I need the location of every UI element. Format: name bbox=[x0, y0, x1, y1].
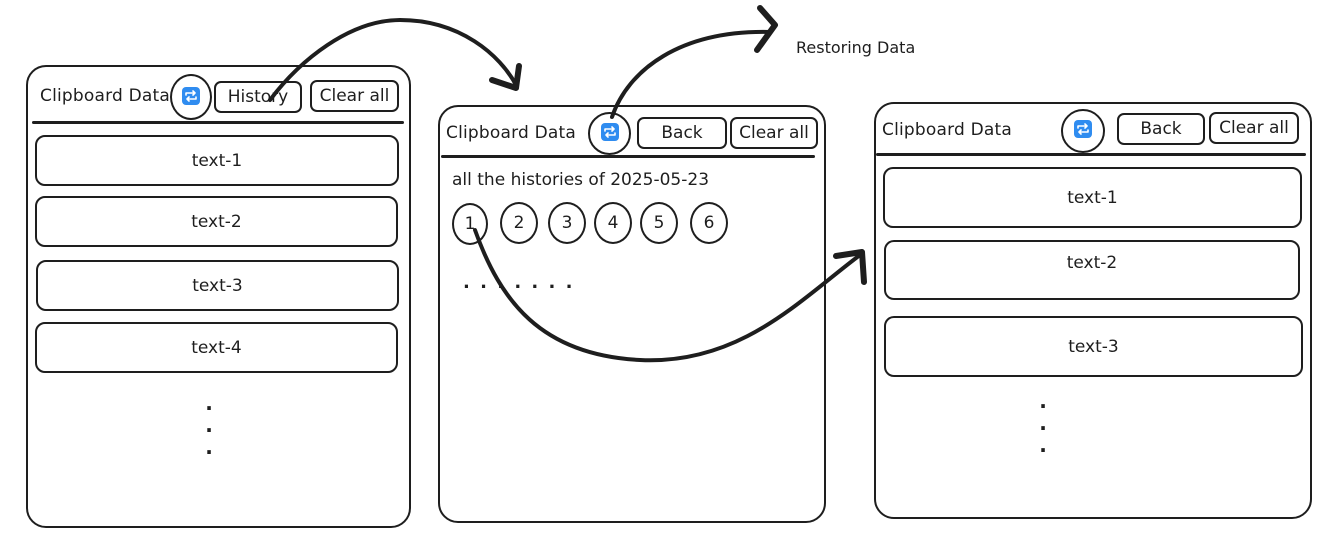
history-entry-button[interactable]: 5 bbox=[640, 202, 678, 244]
header-divider bbox=[876, 153, 1306, 156]
history-entry-button[interactable]: 4 bbox=[594, 202, 632, 244]
clear-all-button[interactable]: Clear all bbox=[1209, 112, 1299, 144]
screen-history bbox=[438, 105, 826, 523]
sync-icon-highlight-ring bbox=[1061, 109, 1105, 153]
history-button[interactable]: History bbox=[214, 81, 302, 113]
history-entry-button[interactable]: 3 bbox=[548, 202, 586, 244]
more-items-indicator: . . . bbox=[1039, 389, 1047, 457]
clear-all-button[interactable]: Clear all bbox=[310, 80, 399, 112]
header-divider bbox=[32, 121, 404, 124]
clipboard-item[interactable]: text-3 bbox=[36, 260, 399, 311]
screen-restored bbox=[874, 102, 1312, 519]
clipboard-item[interactable]: text-1 bbox=[883, 167, 1302, 228]
history-entry-button[interactable]: 2 bbox=[500, 202, 538, 244]
screen-restored-title: Clipboard Data bbox=[882, 120, 1012, 140]
back-button[interactable]: Back bbox=[1117, 113, 1205, 145]
clear-all-button[interactable]: Clear all bbox=[730, 117, 818, 149]
clipboard-item[interactable]: text-2 bbox=[884, 240, 1300, 300]
history-entry-button[interactable]: 6 bbox=[690, 202, 728, 244]
screen-history-title: Clipboard Data bbox=[446, 123, 576, 143]
sync-icon[interactable] bbox=[182, 87, 200, 105]
screen-main-title: Clipboard Data bbox=[40, 86, 170, 106]
sync-icon-highlight-ring bbox=[588, 112, 631, 155]
arrowhead bbox=[833, 249, 867, 285]
history-date-caption: all the histories of 2025-05-23 bbox=[452, 170, 710, 190]
sync-icon-highlight-ring bbox=[170, 74, 212, 120]
clipboard-item[interactable]: text-1 bbox=[35, 135, 399, 186]
clipboard-item[interactable]: text-4 bbox=[35, 322, 398, 373]
more-items-indicator: . . . bbox=[205, 391, 213, 459]
more-history-indicator: . . . . . . . bbox=[463, 272, 575, 293]
clipboard-item[interactable]: text-2 bbox=[35, 196, 398, 247]
restoring-data-note: Restoring Data bbox=[796, 38, 916, 57]
history-entry-button[interactable]: 1 bbox=[452, 203, 488, 245]
back-button[interactable]: Back bbox=[637, 117, 727, 149]
sync-icon[interactable] bbox=[601, 123, 619, 141]
sync-icon[interactable] bbox=[1074, 120, 1092, 138]
arrowhead bbox=[754, 5, 778, 53]
arrowhead bbox=[489, 63, 522, 91]
header-divider bbox=[441, 155, 815, 158]
clipboard-item[interactable]: text-3 bbox=[884, 316, 1303, 377]
